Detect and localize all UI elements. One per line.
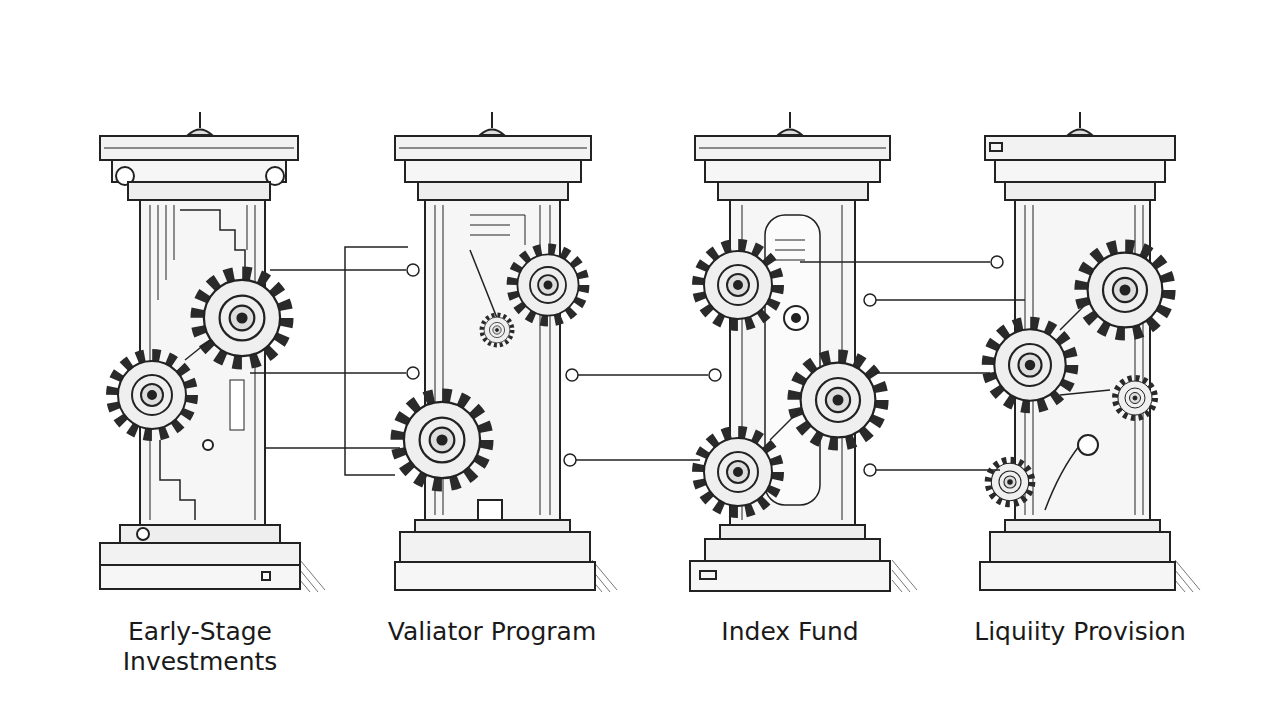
pillar-label: Early-Stage Investments xyxy=(95,617,305,676)
pillar-label: Liquiity Provision xyxy=(955,617,1205,647)
pillar: Early-Stage Investments xyxy=(95,105,305,705)
pillar-label: Valiator Program xyxy=(372,617,612,647)
pillar: Index Fund xyxy=(670,105,910,705)
pillar-label: Index Fund xyxy=(670,617,910,647)
pillar: Valiator Program xyxy=(372,105,612,705)
pillar: Liquiity Provision xyxy=(955,105,1205,705)
